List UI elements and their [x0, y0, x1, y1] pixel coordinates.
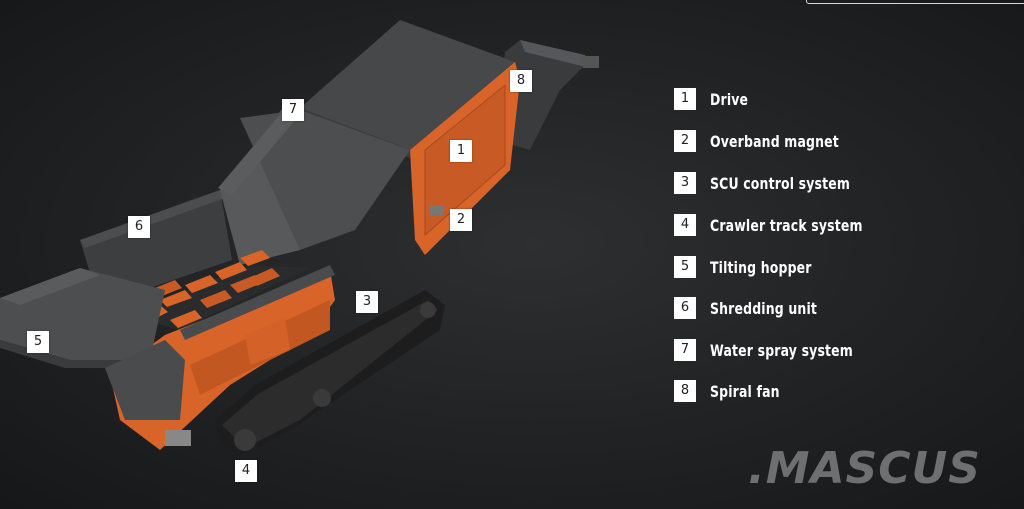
legend-number: 2	[674, 130, 696, 152]
callout-3-scu-control[interactable]: 3	[356, 291, 378, 313]
legend-number: 4	[674, 214, 696, 236]
legend-number: 3	[674, 172, 696, 194]
machine-roof	[300, 20, 515, 150]
callout-2-overband-magnet[interactable]: 2	[450, 209, 472, 231]
legend-number: 5	[674, 256, 696, 278]
legend-item-drive[interactable]: 1 Drive	[674, 87, 759, 111]
callout-1-drive[interactable]: 1	[450, 140, 472, 162]
legend-number: 6	[674, 297, 696, 319]
crawler-track	[215, 290, 445, 455]
legend-item-crawler-track-system[interactable]: 4 Crawler track system	[674, 213, 906, 237]
callout-4-crawler-track[interactable]: 4	[235, 460, 257, 482]
legend-number: 8	[674, 380, 696, 402]
legend-label: Drive	[710, 89, 749, 109]
callout-8-spiral-fan[interactable]: 8	[510, 70, 532, 92]
legend-label: Water spray system	[710, 340, 853, 360]
legend-item-scu-control-system[interactable]: 3 SCU control system	[674, 171, 890, 195]
legend-item-water-spray-system[interactable]: 7 Water spray system	[674, 338, 893, 362]
rear-conveyor	[495, 40, 590, 150]
legend-item-spiral-fan[interactable]: 8 Spiral fan	[674, 379, 799, 403]
legend-number: 1	[674, 88, 696, 110]
legend-label: SCU control system	[710, 173, 851, 193]
legend-number: 7	[674, 339, 696, 361]
shredder-machine-image	[0, 20, 599, 455]
legend-label: Spiral fan	[710, 381, 780, 401]
top-tab[interactable]	[806, 0, 1024, 4]
legend-label: Tilting hopper	[710, 257, 812, 277]
legend-label: Crawler track system	[710, 215, 863, 235]
callout-7-water-spray[interactable]: 7	[282, 99, 304, 121]
legend-item-shredding-unit[interactable]: 6 Shredding unit	[674, 296, 847, 320]
legend-item-overband-magnet[interactable]: 2 Overband magnet	[674, 129, 875, 153]
legend-label: Shredding unit	[710, 298, 818, 318]
callout-6-shredding-unit[interactable]: 6	[128, 216, 150, 238]
hopper-wall-left	[80, 190, 232, 305]
legend-item-tilting-hopper[interactable]: 5 Tilting hopper	[674, 255, 840, 279]
mascus-watermark-logo: .MASCUS	[748, 443, 981, 494]
callout-5-tilting-hopper[interactable]: 5	[27, 331, 49, 353]
legend-label: Overband magnet	[710, 131, 839, 151]
